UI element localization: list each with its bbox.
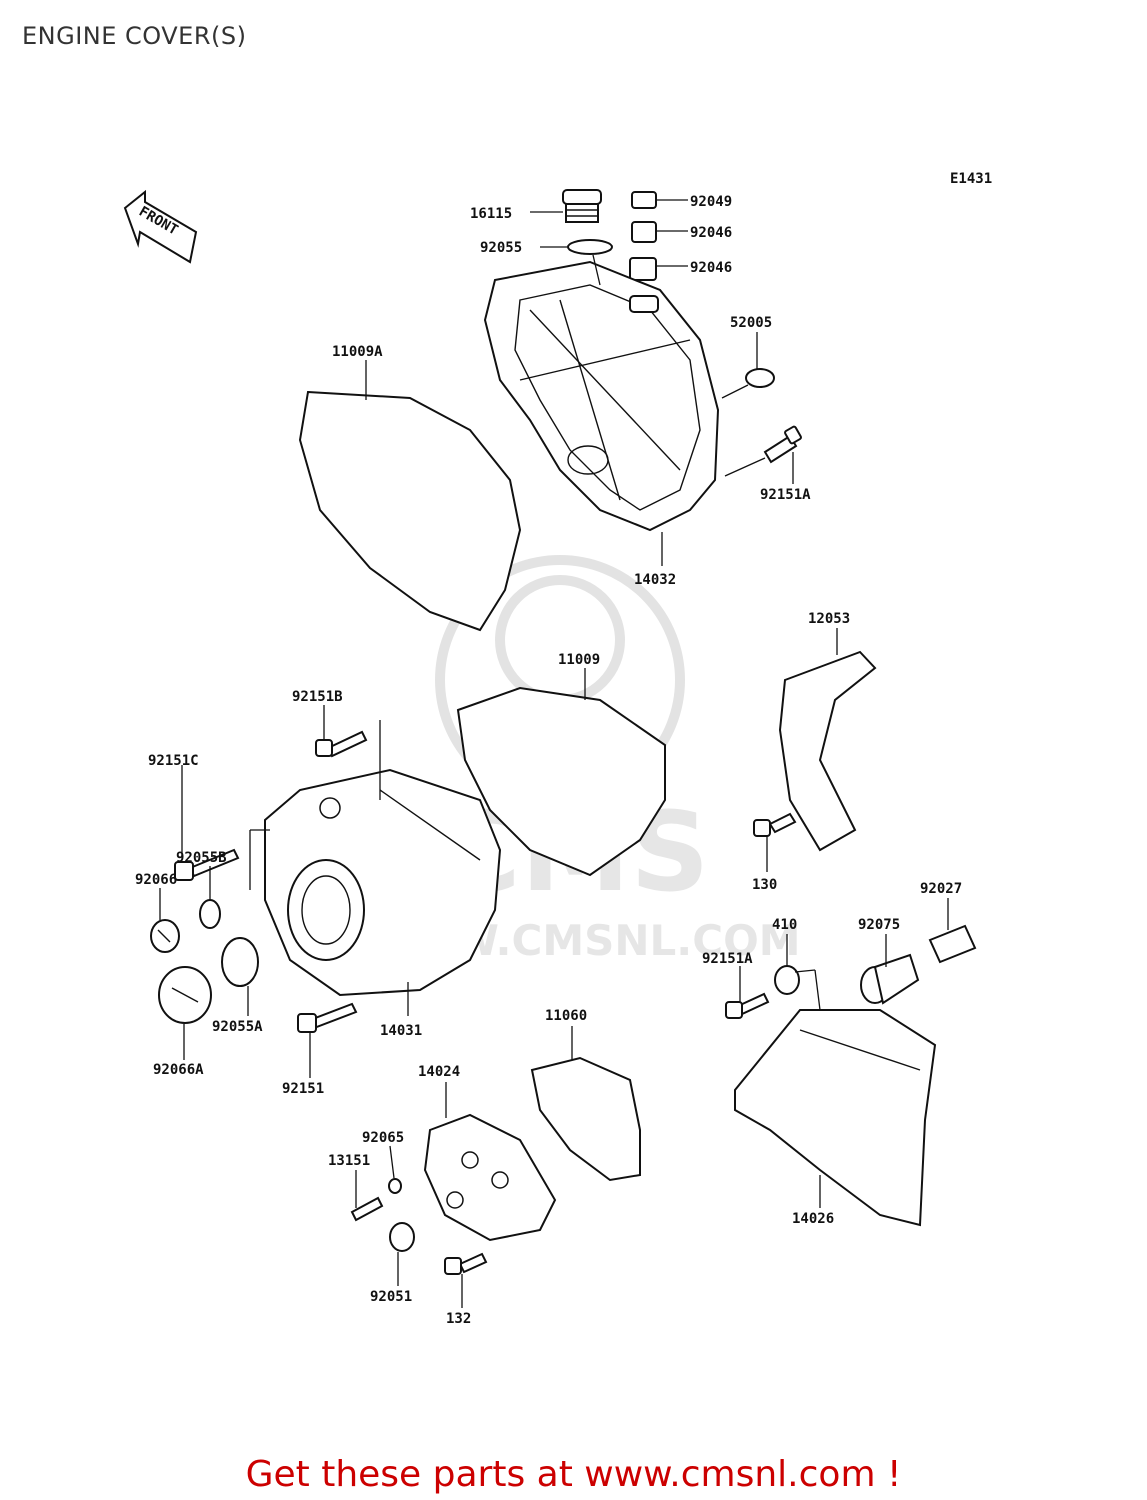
label-14026: 14026 [792,1211,834,1227]
part-92051-seal [389,1222,415,1252]
part-92151-bolt [297,1002,358,1033]
label-92151: 92151 [282,1081,324,1097]
label-410: 410 [772,917,797,933]
label-14024: 14024 [418,1064,460,1080]
part-410-washer [774,965,800,995]
part-92151a-bolt [763,425,802,464]
part-92046-bushing [631,221,657,243]
label-92065: 92065 [362,1130,404,1146]
part-14031-generator-cover [264,768,502,997]
label-12053: 12053 [808,611,850,627]
part-92027-spacer [928,924,977,964]
label-92055b: 92055B [176,850,227,866]
part-92055a-o-ring [221,937,259,987]
part-16115-filler-cap [562,189,602,223]
part-14026-sprocket-cover [734,1009,937,1227]
label-11009: 11009 [558,652,600,668]
part-92049-seal [631,191,657,209]
part-92046-bushing-2 [629,257,657,281]
part-12053-guard [778,650,877,852]
label-92066: 92066 [135,872,177,888]
part-11060-gasket [530,1056,641,1182]
label-92066a: 92066A [153,1062,204,1078]
part-92066a-plug [158,966,212,1024]
label-92151c: 92151C [148,753,199,769]
label-92075: 92075 [858,917,900,933]
label-11060: 11060 [545,1008,587,1024]
part-92075-collar [860,953,920,1005]
leader-lines [159,199,949,1308]
exploded-parts-diagram: CMS WWW.CMSNL.COM E1431 FRONT [123,171,992,1327]
part-11009a-gasket [298,390,522,632]
label-132: 132 [446,1311,471,1327]
label-13151: 13151 [328,1153,370,1169]
label-92055: 92055 [480,240,522,256]
label-14032: 14032 [634,572,676,588]
label-130: 130 [752,877,777,893]
part-11009-gasket [456,686,666,877]
label-92046-2: 92046 [690,260,732,276]
part-92151a-bolt-2 [725,992,770,1019]
label-92151a: 92151A [760,487,811,503]
footer-cta-link[interactable]: Get these parts at www.cmsnl.com ! [245,1454,902,1495]
part-14024-cover [423,1113,557,1242]
part-52005-plate [745,368,775,388]
part-labels: 16115 92049 92046 92055 92046 52005 1100… [135,194,962,1327]
front-arrow-icon: FRONT [123,189,198,264]
part-130-bolt [753,812,797,837]
label-14031: 14031 [380,1023,422,1039]
label-92046: 92046 [690,225,732,241]
diagram-code: E1431 [950,171,992,187]
part-14032-clutch-cover [483,260,720,532]
label-16115: 16115 [470,206,512,222]
label-52005: 52005 [730,315,772,331]
part-132-bolt [444,1252,488,1275]
label-92049: 92049 [690,194,732,210]
label-92151b: 92151B [292,689,343,705]
part-92065-washer [388,1178,402,1194]
label-92055a: 92055A [212,1019,263,1035]
part-92055b-o-ring [199,899,221,929]
label-92151a-2: 92151A [702,951,753,967]
part-13151-pin [350,1196,384,1222]
part-92055-o-ring [567,239,613,255]
label-92051: 92051 [370,1289,412,1305]
part-92151c-bolt [174,848,240,881]
part-92151b-bolt [315,730,368,758]
part-92066-plug [150,919,180,953]
label-11009a: 11009A [332,344,383,360]
label-92027: 92027 [920,881,962,897]
page-title: ENGINE COVER(S) [22,22,247,50]
